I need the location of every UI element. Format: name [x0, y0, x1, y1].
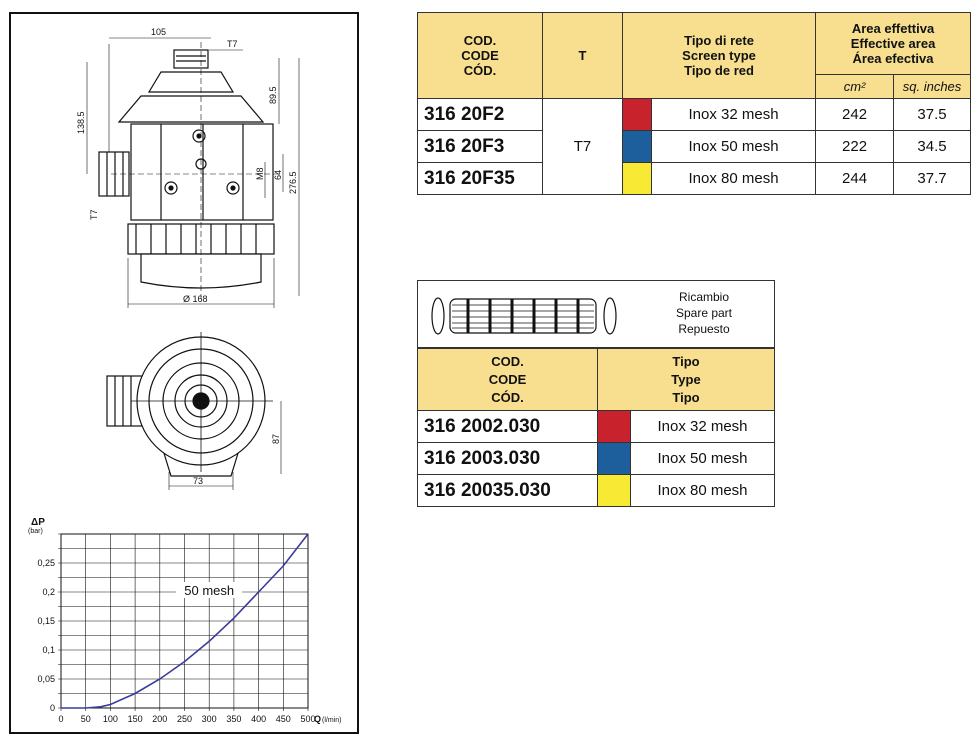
x-tick-label: 0: [58, 714, 63, 724]
code-cell: 316 20F35: [417, 162, 543, 195]
side-dimensions: [86, 37, 300, 308]
table-row: 316 20F35 Inox 80 mesh 244 37.7: [417, 162, 971, 195]
table-row: 316 20F2 T7 Inox 32 mesh 242 37.5: [417, 98, 971, 195]
header-t: T: [542, 12, 623, 99]
spare-part-label: Ricambio Spare part Repuesto: [675, 290, 733, 336]
dim-87: 87: [271, 434, 281, 444]
x-tick-label: 50: [81, 714, 91, 724]
dim-276-5: 276.5: [288, 171, 298, 194]
pressure-drop-chart: 0 50 100 150 200 250 300 350 400 450 500 0 0,05 0,1 0,…: [28, 517, 341, 724]
cm2-cell: 244: [815, 162, 895, 195]
code-cell: 316 20F3: [417, 130, 543, 163]
y-tick-label: 0,15: [37, 616, 55, 626]
screen-cell: Inox 32 mesh: [630, 410, 775, 443]
table-row: 316 20F3 Inox 50 mesh 222 34.5: [417, 130, 971, 163]
code-cell: 316 2003.030: [417, 442, 598, 475]
color-swatch: [597, 410, 631, 443]
top-dimension-labels: 87 73: [193, 434, 281, 486]
y-axis-label: ΔP: [31, 517, 45, 528]
color-swatch: [622, 130, 652, 163]
code-cell: 316 20F2: [417, 98, 543, 131]
x-tick-label: 450: [276, 714, 291, 724]
annotation-background: [176, 582, 243, 598]
dim-138-5: 138.5: [76, 111, 86, 134]
dim-73: 73: [193, 476, 203, 486]
screen-cell: Inox 50 mesh: [650, 130, 817, 163]
dim-m8: M8: [255, 167, 265, 180]
dim-89-5: 89.5: [268, 86, 278, 104]
color-swatch: [622, 162, 652, 195]
top-dimensions: [168, 401, 282, 490]
sqin-cell: 37.5: [893, 98, 971, 131]
code-cell: 316 2002.030: [417, 410, 598, 443]
y-tick-label: 0,25: [37, 558, 55, 568]
x-tick-label: 150: [128, 714, 143, 724]
code-cell: 316 20035.030: [417, 474, 598, 507]
table-row: 316 2003.030 Inox 50 mesh: [417, 442, 775, 475]
y-tick-label: 0: [50, 703, 55, 713]
x-axis-unit: (l/min): [322, 717, 341, 724]
table-row: 316 20035.030 Inox 80 mesh: [417, 474, 775, 507]
header-code: COD. CODE CÓD.: [417, 12, 543, 99]
filter-drawing: 105 T7 138.5 89.5 276.5 64 M8 T7 Ø 168: [28, 27, 341, 724]
side-view: [98, 42, 279, 299]
top-view: [106, 332, 273, 477]
filter-codes-table: COD. CODE CÓD. T Tipo di rete Screen typ…: [417, 12, 971, 195]
dim-105: 105: [151, 27, 166, 37]
y-tick-label: 0,2: [42, 587, 55, 597]
header-unit-cm2: cm²: [815, 74, 895, 99]
spare-codes-table: COD. CODE CÓD. Tipo Type Tipo 316 2002.0…: [417, 348, 775, 507]
x-tick-label: 250: [177, 714, 192, 724]
x-axis-label: Q: [314, 714, 321, 724]
x-tick-label: 100: [103, 714, 118, 724]
spare-part-header: Ricambio Spare part Repuesto: [417, 280, 775, 348]
y-tick-label: 0,05: [37, 674, 55, 684]
cm2-cell: 222: [815, 130, 895, 163]
x-tick-label: 300: [202, 714, 217, 724]
x-tick-label: 400: [251, 714, 266, 724]
dim-t7-top: T7: [227, 39, 238, 49]
sqin-cell: 37.7: [893, 162, 971, 195]
x-tick-label: 200: [152, 714, 167, 724]
screen-cell: Inox 80 mesh: [630, 474, 775, 507]
screen-cell: Inox 50 mesh: [630, 442, 775, 475]
header-code: COD. CODE CÓD.: [417, 348, 598, 411]
spare-screen-drawing: [431, 297, 617, 335]
series-line-50-mesh: [61, 533, 309, 709]
y-axis-unit: (bar): [28, 528, 43, 535]
annotation-50-mesh: 50 mesh: [184, 583, 234, 598]
t-value-cell: T7: [542, 98, 623, 195]
x-tick-label: 500: [300, 714, 315, 724]
header-effective-area: Area effettiva Effective area Área efect…: [815, 12, 971, 75]
y-tick-label: 0,1: [42, 645, 55, 655]
header-screen-type: Tipo di rete Screen type Tipo de red: [621, 12, 817, 99]
header-unit-sq-inches: sq. inches: [893, 74, 971, 99]
side-dimension-labels: 105 T7 138.5 89.5 276.5 64 M8 T7 Ø 168: [76, 27, 298, 304]
header-type: Tipo Type Tipo: [597, 348, 775, 411]
x-tick-label: 350: [226, 714, 241, 724]
screen-cell: Inox 80 mesh: [650, 162, 817, 195]
sqin-cell: 34.5: [893, 130, 971, 163]
technical-drawing-panel: 105 T7 138.5 89.5 276.5 64 M8 T7 Ø 168: [9, 12, 359, 734]
table-row: 316 2002.030 Inox 32 mesh: [417, 410, 775, 443]
color-swatch: [622, 98, 652, 131]
dim-t7-side: T7: [89, 209, 99, 220]
dim-diameter: Ø 168: [183, 294, 208, 304]
color-swatch: [597, 442, 631, 475]
screen-cell: Inox 32 mesh: [650, 98, 817, 131]
color-swatch: [597, 474, 631, 507]
cm2-cell: 242: [815, 98, 895, 131]
dim-64: 64: [273, 170, 283, 180]
